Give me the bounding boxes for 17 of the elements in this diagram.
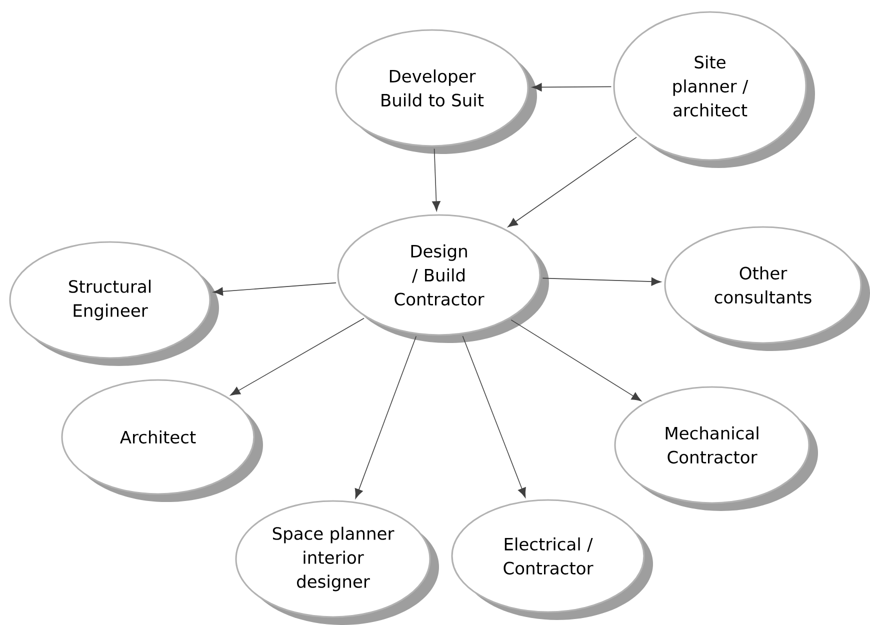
arrow [462,336,526,498]
arrow [532,83,612,92]
ellipse-node: Developer Build to Suit [335,29,537,154]
arrow [542,277,662,286]
arrow [354,336,417,499]
ellipse-node: Architect [61,379,263,502]
ellipse-node: Structural Engineer [9,241,219,366]
ellipse-node: Other consultants [664,226,870,351]
arrow [508,136,637,228]
arrow [432,148,440,212]
arrow [230,318,364,396]
ellipse-node: Site planner / architect [613,11,815,168]
ellipse-node: Electrical / Contractor [451,499,653,620]
ellipse-node: Space planner interior designer [235,500,439,625]
ellipse-node: Mechanical Contractor [614,386,818,511]
ellipse-node: Design / Build Contractor [337,214,549,343]
arrow [213,282,336,296]
